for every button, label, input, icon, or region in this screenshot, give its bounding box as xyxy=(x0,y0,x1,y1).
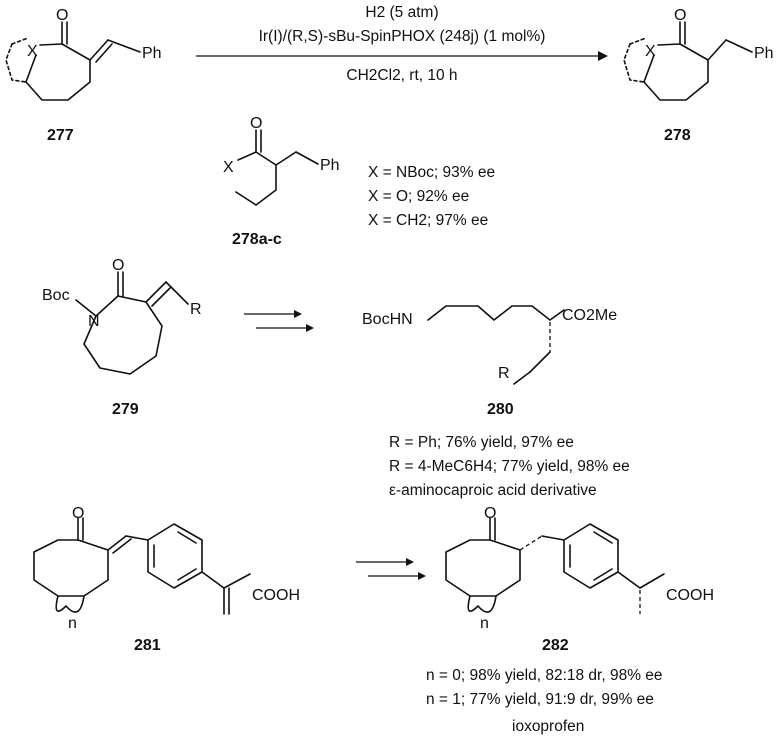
atom-O: O xyxy=(72,505,84,522)
atom-Ph: Ph xyxy=(754,45,774,62)
atom-BocHN: BocHN xyxy=(362,311,413,328)
result-280-note: ε-aminocaproic acid derivative xyxy=(389,482,597,499)
atom-N: N xyxy=(88,313,100,330)
structure-281: O n COOH 281 xyxy=(33,505,300,654)
result-278a: X = NBoc; 93% ee xyxy=(368,164,495,181)
atom-n: n xyxy=(480,615,489,632)
result-278b: X = O; 92% ee xyxy=(368,188,469,205)
result-280-ph: R = Ph; 76% yield, 97% ee xyxy=(389,434,574,451)
compound-label-279: 279 xyxy=(112,401,139,418)
structure-278: O X Ph 278 xyxy=(623,7,774,144)
atom-O: O xyxy=(250,115,262,132)
atom-O: O xyxy=(484,505,496,522)
product-name-ioxoprofen: ioxoprofen xyxy=(512,718,584,735)
atom-CO2Me: CO2Me xyxy=(562,307,617,324)
atom-O: O xyxy=(112,257,124,274)
structure-279: O Boc N R 279 xyxy=(42,257,202,418)
result-282-n1: n = 1; 77% yield, 91:9 dr, 99% ee xyxy=(426,691,654,708)
structure-280: BocHN CO2Me R 280 xyxy=(362,305,617,418)
reaction-arrow: H2 (5 atm) Ir(I)/(R,S)-sBu-SpinPHOX (248… xyxy=(196,4,608,84)
multistep-arrow-1 xyxy=(244,310,314,332)
multistep-arrow-2 xyxy=(356,558,426,580)
atom-Ph: Ph xyxy=(320,157,340,174)
structure-277: O X Ph 277 xyxy=(5,7,162,144)
compound-label-277: 277 xyxy=(47,127,74,144)
atom-R: R xyxy=(498,365,510,382)
condition-catalyst: Ir(I)/(R,S)-sBu-SpinPHOX (248j) (1 mol%) xyxy=(259,28,546,45)
structure-278a-c: O X Ph 278a-c xyxy=(223,115,340,248)
atom-X: X xyxy=(645,43,656,60)
atom-O: O xyxy=(674,7,686,24)
result-280-tolyl: R = 4-MeC6H4; 77% yield, 98% ee xyxy=(389,458,630,475)
compound-label-281: 281 xyxy=(134,637,161,654)
atom-COOH: COOH xyxy=(252,587,300,604)
condition-h2: H2 (5 atm) xyxy=(365,4,438,21)
atom-Boc: Boc xyxy=(42,287,70,304)
atom-n: n xyxy=(68,615,77,632)
result-278c: X = CH2; 97% ee xyxy=(368,212,488,229)
result-282-n0: n = 0; 98% yield, 82:18 dr, 98% ee xyxy=(426,667,663,684)
atom-COOH: COOH xyxy=(666,587,714,604)
compound-label-278: 278 xyxy=(664,127,691,144)
condition-solvent: CH2Cl2, rt, 10 h xyxy=(346,67,457,84)
atom-R: R xyxy=(190,301,202,318)
compound-label-280: 280 xyxy=(487,401,514,418)
structure-282: O n COOH 282 xyxy=(445,505,714,654)
atom-X: X xyxy=(27,43,38,60)
atom-O: O xyxy=(56,7,68,24)
atom-Ph: Ph xyxy=(142,45,162,62)
compound-label-282: 282 xyxy=(542,637,569,654)
compound-label-278a-c: 278a-c xyxy=(232,231,282,248)
atom-X: X xyxy=(223,159,234,176)
